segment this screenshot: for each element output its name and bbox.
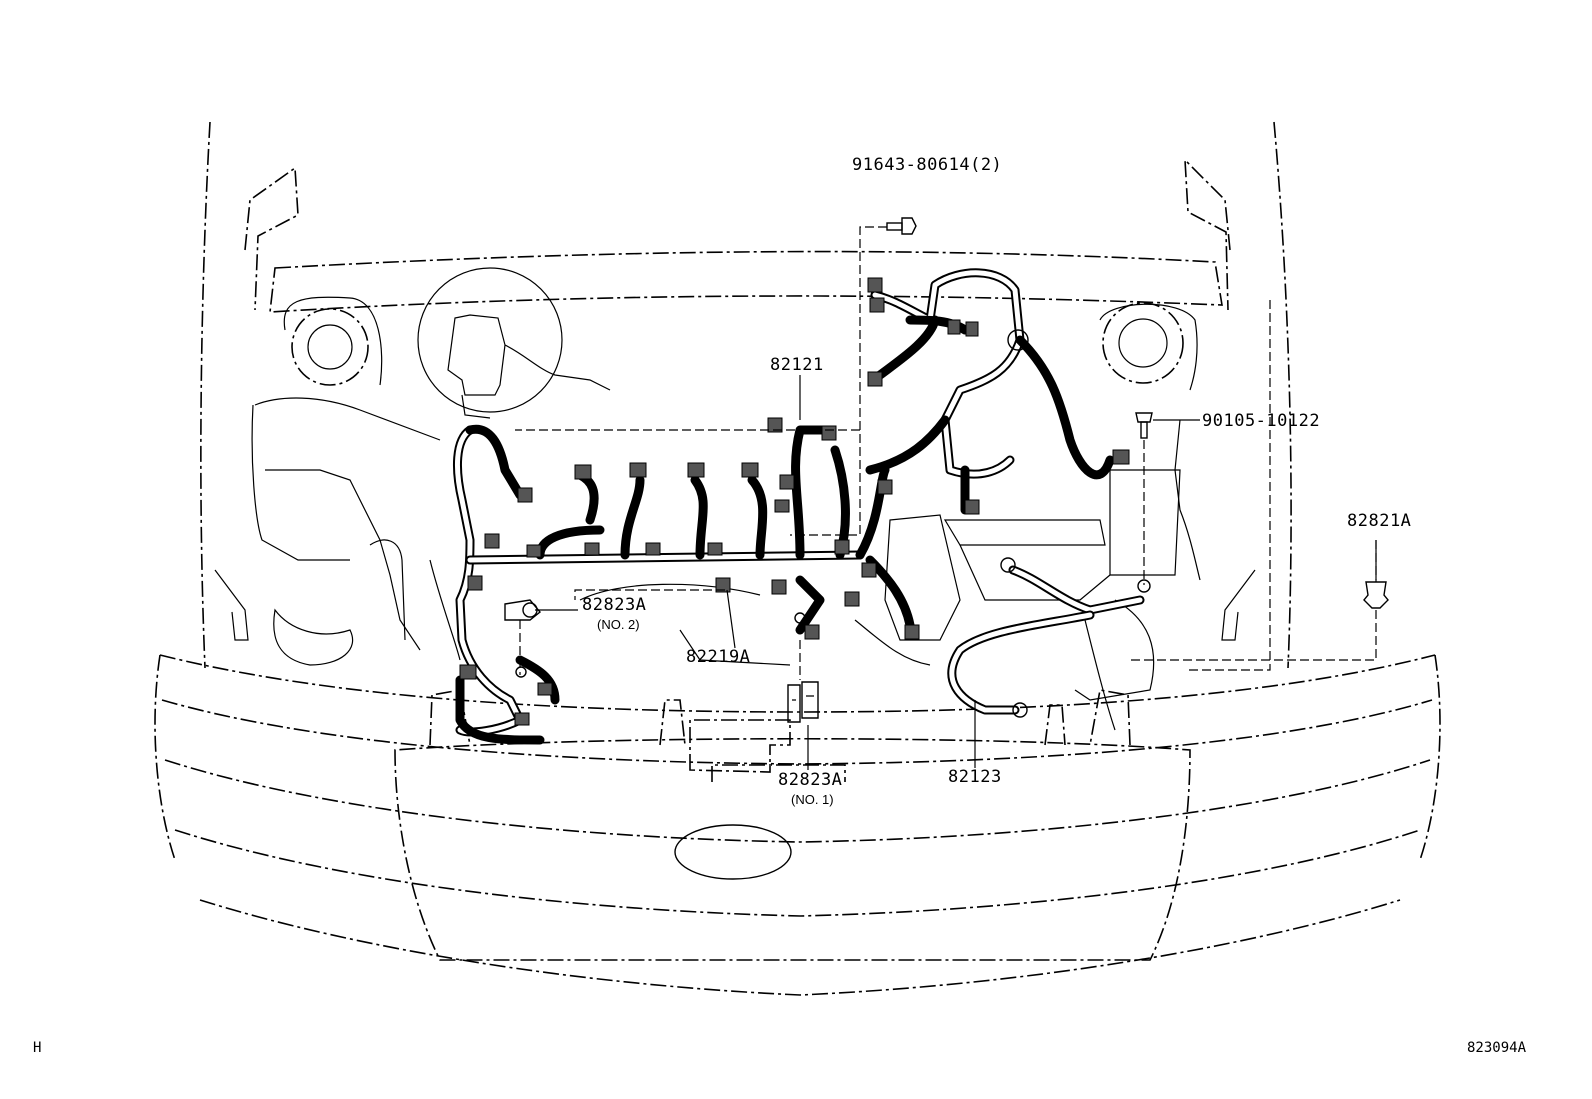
callout-bolt-right: 90105-10122 xyxy=(1202,411,1321,431)
brake-booster xyxy=(417,267,611,419)
engine-details xyxy=(214,397,1256,731)
part-bolt-top xyxy=(886,217,917,235)
part-relay-no2 xyxy=(504,599,541,621)
part-relay-no1 xyxy=(787,681,819,723)
callout-relay-no2-sub: (NO. 2) xyxy=(597,617,640,632)
battery-cable-82123 xyxy=(947,557,1145,718)
corner-label-right: 823094A xyxy=(1467,1040,1527,1056)
callout-battery-cable: 82123 xyxy=(948,767,1002,787)
callout-wire-82219a: 82219A xyxy=(686,647,751,667)
callout-relay-no2: 82823A xyxy=(582,595,647,615)
corner-label-left: H xyxy=(33,1040,42,1056)
connectors xyxy=(459,277,1130,726)
callout-bolt-top: 91643-80614(2) xyxy=(852,155,1003,175)
callout-engine-harness: 82121 xyxy=(770,355,824,375)
callout-clamp-right: 82821A xyxy=(1347,511,1412,531)
strut-towers xyxy=(283,296,1198,391)
callout-relay-no1: 82823A xyxy=(778,770,843,790)
callout-relay-no1-sub: (NO. 1) xyxy=(791,792,834,807)
cowl-harness xyxy=(865,268,1115,515)
leader-lines xyxy=(515,226,1377,770)
part-bolt-right xyxy=(1135,412,1153,439)
part-clamp-82821a xyxy=(1363,581,1389,609)
